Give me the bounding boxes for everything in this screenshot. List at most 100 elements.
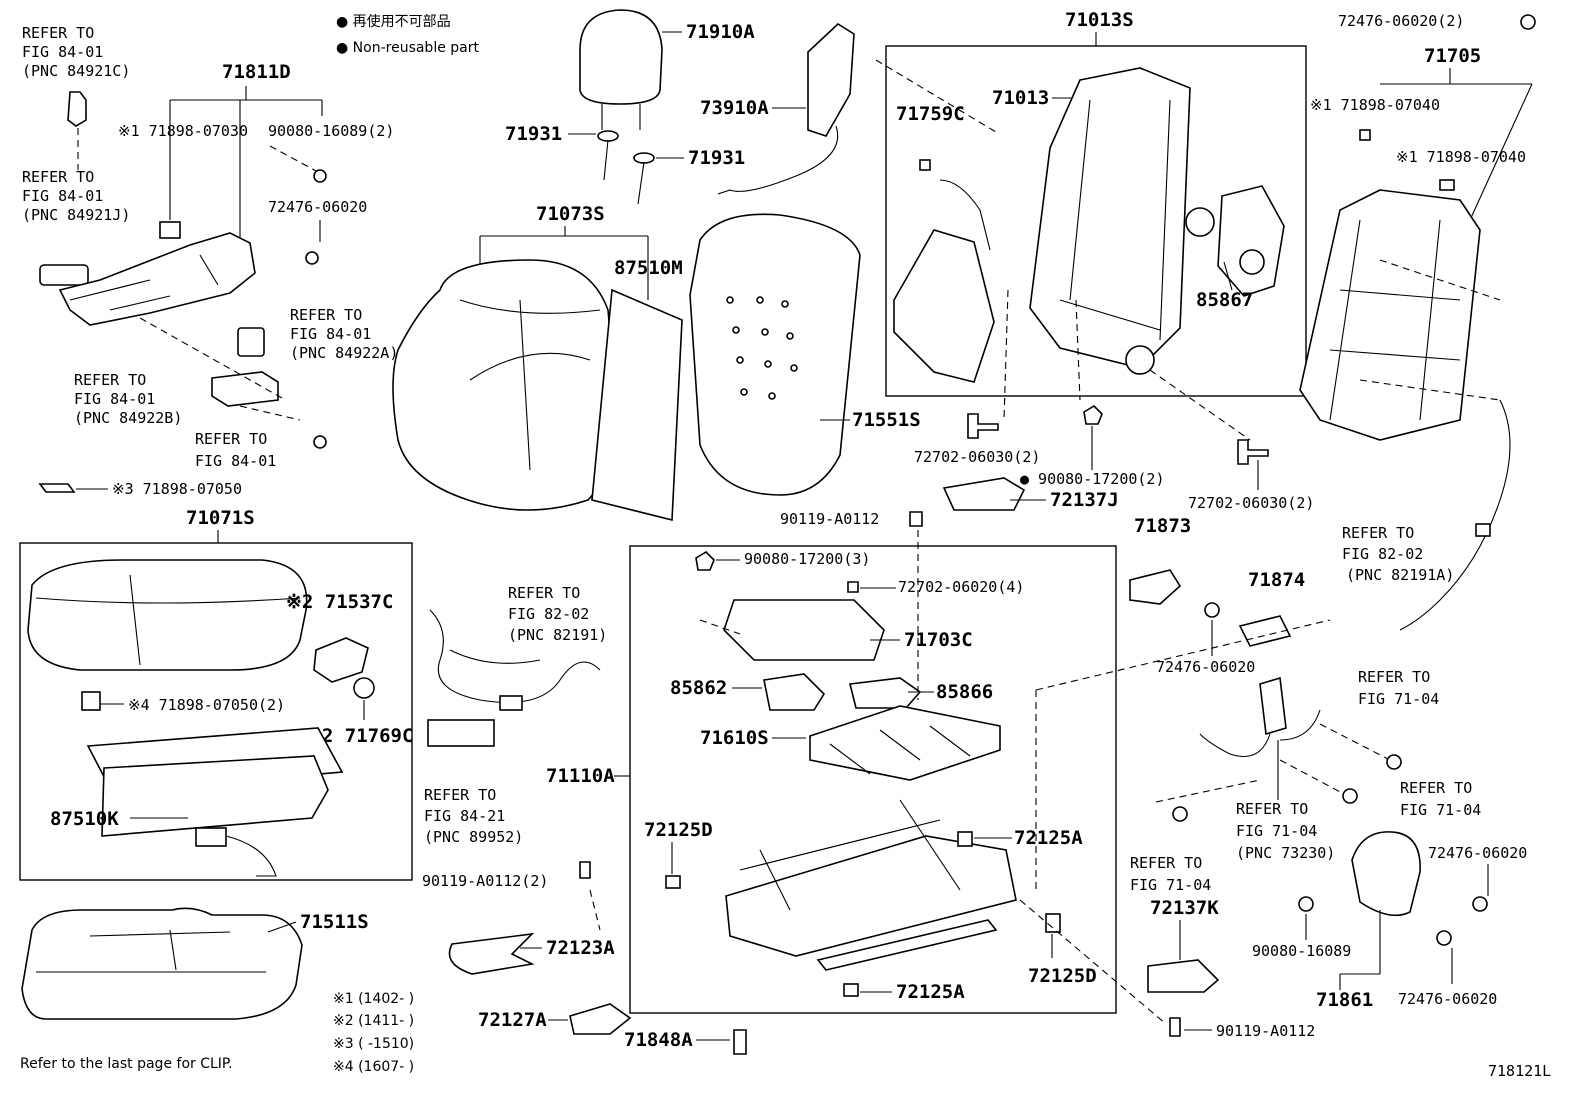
cushion-cover: [27, 559, 308, 671]
switch-84922b: [211, 371, 279, 407]
pn-71811d: 71811D: [222, 61, 291, 83]
seat-cushion-group: 71071S ※2 71537C ※2 71769C ※4 71898-0705…: [27, 507, 413, 877]
legend-line-jp: ● 再使用不可部品: [336, 13, 451, 30]
ref-8401-l1: REFER TO: [195, 430, 267, 448]
bolt-icon: [967, 413, 999, 439]
pn-90119-a0112-2: 90119-A0112(2): [422, 872, 548, 890]
group-box-71110a: [629, 545, 1117, 1014]
pn-90080-16089-2: 90080-16089(2): [268, 122, 394, 140]
ref-84921j-l2: FIG 84-01: [22, 187, 103, 205]
connector-icon: [499, 695, 523, 711]
ref-82191-l1: REFER TO: [508, 584, 580, 602]
pn-71705: 71705: [1424, 45, 1481, 67]
clip-71769c: [353, 677, 375, 699]
buckle-group: 71873 71874 72476-06020 REFER TO FIG 71-…: [1035, 515, 1481, 890]
pn-85866: 85866: [936, 681, 993, 703]
pn-71703c: 71703C: [904, 629, 973, 651]
ref-89952-l3: (PNC 89952): [424, 828, 523, 846]
switch-knob-84921c: [67, 91, 87, 127]
pn-72137k: 72137K: [1150, 897, 1219, 919]
nut-icon: [1083, 404, 1103, 425]
ref-7104c-l2: FIG 71-04: [1130, 876, 1211, 894]
bolt-icon: [847, 581, 859, 593]
clip-icon: [843, 983, 859, 997]
ref-89952-l2: FIG 84-21: [424, 807, 505, 825]
ref-84922a-l3: (PNC 84922A): [290, 344, 398, 362]
pn-85867: 85867: [1196, 289, 1253, 311]
pn-71898-07040-a: ※1 71898-07040: [1310, 96, 1440, 114]
harness-group: REFER TO FIG 82-02 (PNC 82191) REFER TO …: [424, 584, 607, 846]
pn-72125a-b: 72125A: [896, 981, 965, 1003]
airbag-73910a: [807, 22, 855, 137]
screw-icon: [305, 251, 319, 265]
adjuster-group: 90080-17200(3) 72702-06020(4) 71703C 858…: [422, 550, 1315, 1055]
ref-84921c-l1: REFER TO: [22, 24, 94, 42]
pn-71769c: ※2 71769C: [306, 725, 413, 747]
pn-71610s: 71610S: [700, 727, 769, 749]
pn-71874: 71874: [1248, 569, 1305, 591]
pad-71898-07050-2: [81, 691, 101, 711]
cover-72137j: [942, 477, 1026, 511]
pn-72476-06020-c: 72476-06020: [1428, 844, 1527, 862]
pn-71551s: 71551S: [852, 409, 921, 431]
ref-89952-l1: REFER TO: [424, 786, 496, 804]
group-box-71071s: [19, 542, 413, 881]
clip-icon: [665, 875, 681, 889]
module-89952: [427, 719, 495, 747]
screw-icon: [1298, 896, 1314, 912]
pn-72702-06020-4: 72702-06020(4): [898, 578, 1024, 596]
pn-71073s: 71073S: [536, 203, 605, 225]
figure-id: 718121L: [1488, 1062, 1551, 1080]
pn-71898-07050: ※3 71898-07050: [112, 480, 242, 498]
rail: [816, 919, 998, 971]
pn-72476-06020-2: 72476-06020(2): [1338, 12, 1464, 30]
headrest-guide-icon: [597, 130, 619, 142]
clip-icon: [1045, 913, 1061, 933]
cover-72137k: [1147, 959, 1220, 993]
pn-72476-06020-b: 72476-06020: [1156, 658, 1255, 676]
ref-84922a-l2: FIG 84-01: [290, 325, 371, 343]
ref-84922b-l2: FIG 84-01: [74, 390, 155, 408]
connector-icon: [1475, 523, 1491, 537]
cover-72123a: [448, 932, 535, 975]
footnote-3: ※3 ( -1510): [333, 1036, 414, 1052]
clip-icon: [1439, 179, 1455, 191]
pn-71931-b: 71931: [688, 147, 745, 169]
pn-90080-17200-2: ● 90080-17200(2): [1020, 470, 1165, 488]
ref-82191a-l1: REFER TO: [1342, 524, 1414, 542]
ref-7104a-l1: REFER TO: [1358, 668, 1430, 686]
screw-icon: [313, 435, 327, 449]
screw-icon: [1520, 14, 1536, 30]
headrest-71910a: [579, 9, 663, 105]
screw-icon: [313, 169, 327, 183]
bolt-icon: [1169, 1017, 1181, 1037]
ref-7104a-l2: FIG 71-04: [1358, 690, 1439, 708]
frame-71013: [1029, 67, 1191, 369]
ref-84921j-l1: REFER TO: [22, 168, 94, 186]
side-shield-group: REFER TO FIG 84-01 (PNC 84921C) REFER TO…: [22, 24, 398, 498]
ref-73230-l3: (PNC 73230): [1236, 844, 1335, 862]
legend: ● 再使用不可部品 ● Non-reusable part: [336, 13, 479, 56]
frame-fasteners: 72702-06030(2) ● 90080-17200(2) 72137J 7…: [780, 404, 1314, 700]
ref-82191a-l2: FIG 82-02: [1342, 545, 1423, 563]
seatback-cover-71073s: [392, 259, 619, 511]
pn-90119-a0112-b: 90119-A0112: [1216, 1022, 1315, 1040]
pn-71013s: 71013S: [1065, 9, 1134, 31]
ref-84922b-l1: REFER TO: [74, 371, 146, 389]
ref-84921c-l3: (PNC 84921C): [22, 62, 130, 80]
screw-icon: [1386, 754, 1402, 770]
pn-71511s: 71511S: [300, 911, 369, 933]
recliner-icon: [1125, 345, 1155, 375]
headrest-guide-icon: [633, 152, 655, 164]
cover-71861: [1351, 831, 1421, 917]
clip-icon: [159, 221, 181, 239]
pn-72123a: 72123A: [546, 937, 615, 959]
ref-8401-l2: FIG 84-01: [195, 452, 276, 470]
ref-7104c-l1: REFER TO: [1130, 854, 1202, 872]
pn-72476-06020-a: 72476-06020: [268, 198, 367, 216]
pn-73910a: 73910A: [700, 97, 769, 119]
seatback-cover-group: 71073S 87510M 71551S: [392, 203, 921, 522]
footnote-2: ※2 (1411- ): [333, 1013, 414, 1029]
connector-icon: [195, 827, 227, 847]
